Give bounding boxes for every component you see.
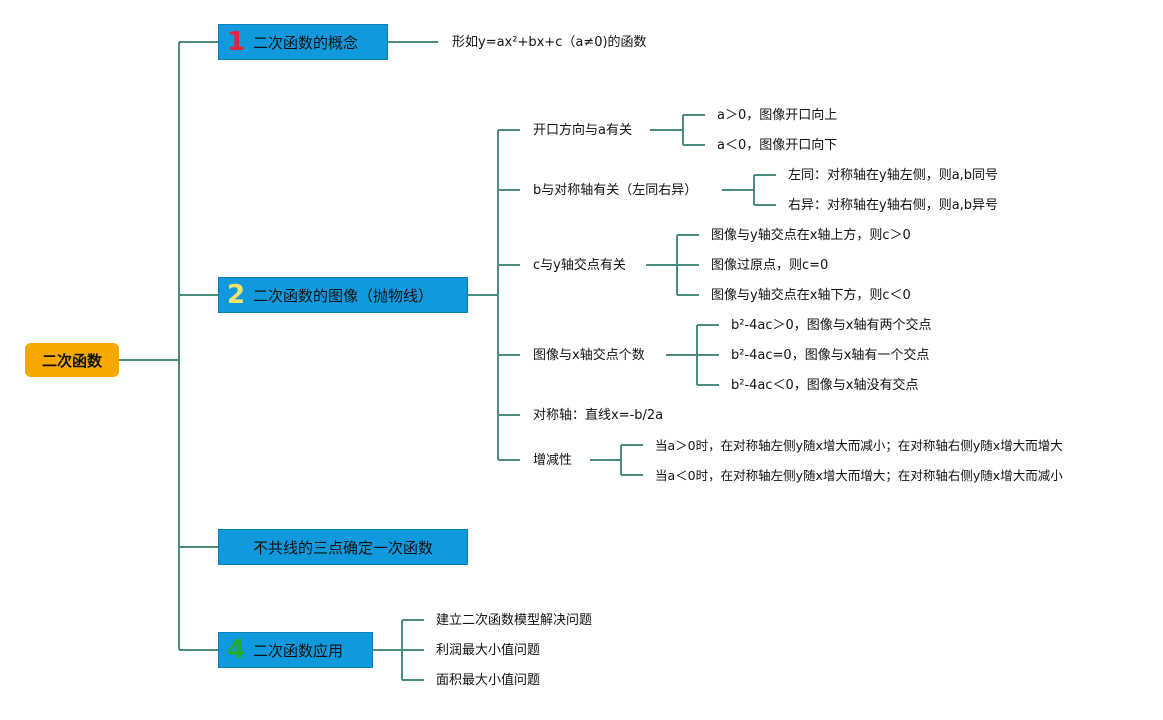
number-badge-3: 3	[226, 532, 246, 562]
x-intercepts-item[interactable]: b²-4ac＞0，图像与x轴有两个交点	[731, 318, 932, 333]
x-intercepts-label[interactable]: 图像与x轴交点个数	[533, 348, 645, 363]
monotonic-label[interactable]: 增减性	[533, 453, 573, 468]
c-intercept-item[interactable]: 图像过原点，则c=0	[711, 258, 829, 273]
number-badge-1: 1	[226, 27, 246, 57]
branch-application-label: 二次函数应用	[253, 641, 344, 660]
branch-concept[interactable]: 1 二次函数的概念	[218, 24, 388, 60]
branch-graph-label: 二次函数的图像（抛物线）	[253, 286, 434, 305]
branch-three-points[interactable]: 3 不共线的三点确定一次函数	[218, 529, 468, 565]
axis-b-label[interactable]: b与对称轴有关（左同右异）	[533, 183, 698, 198]
number-badge-4: 4	[226, 635, 246, 665]
opening-item[interactable]: a＜0，图像开口向下	[717, 138, 838, 153]
opening-item[interactable]: a＞0，图像开口向上	[717, 108, 838, 123]
branch-concept-label: 二次函数的概念	[253, 33, 359, 52]
concept-definition[interactable]: 形如y=ax²+bx+c（a≠0)的函数	[452, 35, 647, 50]
c-intercept-label[interactable]: c与y轴交点有关	[533, 258, 626, 273]
number-badge-2: 2	[226, 280, 246, 310]
root-label: 二次函数	[41, 351, 102, 370]
axis-b-item[interactable]: 右异：对称轴在y轴右侧，则a,b异号	[788, 198, 999, 213]
opening-label[interactable]: 开口方向与a有关	[533, 123, 632, 138]
c-intercept-item[interactable]: 图像与y轴交点在x轴上方，则c＞0	[711, 228, 911, 243]
monotonic-item[interactable]: 当a＜0时，在对称轴左侧y随x增大而增大；在对称轴右侧y随x增大而减小	[655, 468, 1063, 483]
symmetry-axis-label[interactable]: 对称轴：直线x=-b/2a	[533, 408, 664, 423]
application-item[interactable]: 建立二次函数模型解决问题	[436, 613, 593, 628]
c-intercept-item[interactable]: 图像与y轴交点在x轴下方，则c＜0	[711, 288, 911, 303]
application-item[interactable]: 利润最大小值问题	[436, 643, 541, 658]
branch-three-points-label: 不共线的三点确定一次函数	[253, 538, 434, 557]
application-item[interactable]: 面积最大小值问题	[436, 673, 541, 688]
root-node[interactable]: 二次函数	[25, 343, 119, 377]
x-intercepts-item[interactable]: b²-4ac=0，图像与x轴有一个交点	[731, 348, 930, 363]
axis-b-item[interactable]: 左同：对称轴在y轴左侧，则a,b同号	[788, 168, 999, 183]
branch-graph[interactable]: 2 二次函数的图像（抛物线）	[218, 277, 468, 313]
x-intercepts-item[interactable]: b²-4ac＜0，图像与x轴没有交点	[731, 378, 919, 393]
branch-application[interactable]: 4 二次函数应用	[218, 632, 373, 668]
monotonic-item[interactable]: 当a＞0时，在对称轴左侧y随x增大而减小；在对称轴右侧y随x增大而增大	[655, 438, 1063, 453]
